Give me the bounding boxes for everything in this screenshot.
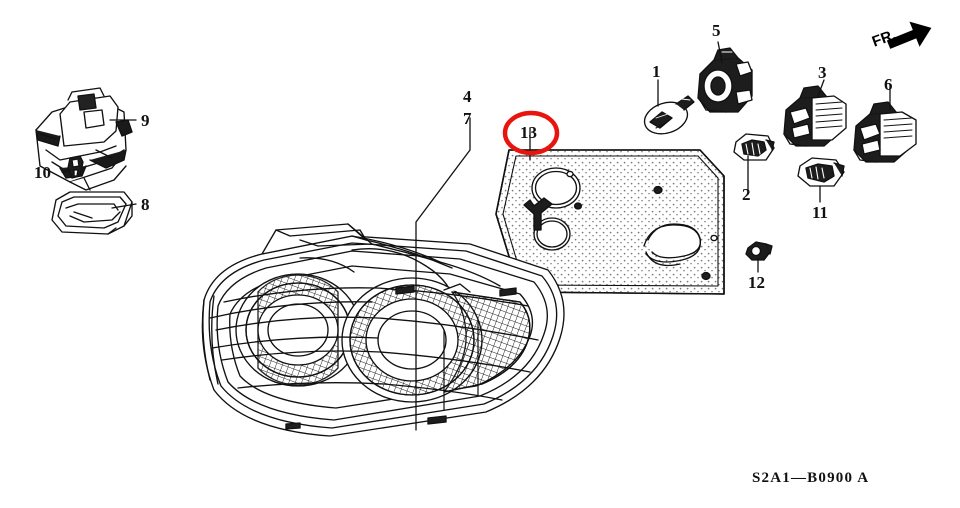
callout-7[interactable]: 7: [463, 109, 472, 128]
leader-4-7: [415, 117, 471, 431]
leader-5: [717, 41, 723, 63]
front-direction-arrow: [886, 21, 932, 49]
callout-13[interactable]: 13: [520, 123, 537, 142]
callout-9[interactable]: 9: [141, 111, 150, 130]
part-8-license-light-lens: [51, 191, 133, 235]
callout-5[interactable]: 5: [712, 21, 721, 40]
callout-3[interactable]: 3: [818, 63, 827, 82]
callout-10[interactable]: 10: [34, 163, 51, 182]
callout-11[interactable]: 11: [812, 203, 829, 222]
part-13-gasket: [495, 149, 725, 295]
part-2-socket-cap: [733, 133, 775, 161]
leader-8: [111, 203, 137, 209]
part-12-nut: [745, 241, 773, 261]
leader-lines: [61, 41, 891, 431]
callout-2[interactable]: 2: [742, 185, 751, 204]
part-4-7-tail-light: [201, 223, 565, 437]
callout-1[interactable]: 1: [652, 62, 661, 81]
part-1-bulb: [643, 95, 695, 135]
part-3-connector-housing: [783, 85, 847, 147]
part-6-connector-housing: [853, 101, 917, 163]
part-10-clip: [67, 155, 84, 179]
callout-8[interactable]: 8: [141, 195, 150, 214]
leader-3: [817, 79, 825, 97]
part-9-license-light-assembly: [35, 87, 133, 191]
callout-6[interactable]: 6: [884, 75, 893, 94]
diagram-code: S2A1—B0900 A: [752, 470, 870, 486]
part-11-socket-cap: [797, 157, 845, 187]
leader-10: [61, 169, 71, 173]
part-5-bulb-socket: [697, 47, 753, 113]
callout-12[interactable]: 12: [748, 273, 765, 292]
callout-4[interactable]: 4: [463, 87, 472, 106]
callout-13-highlight: [502, 110, 560, 156]
